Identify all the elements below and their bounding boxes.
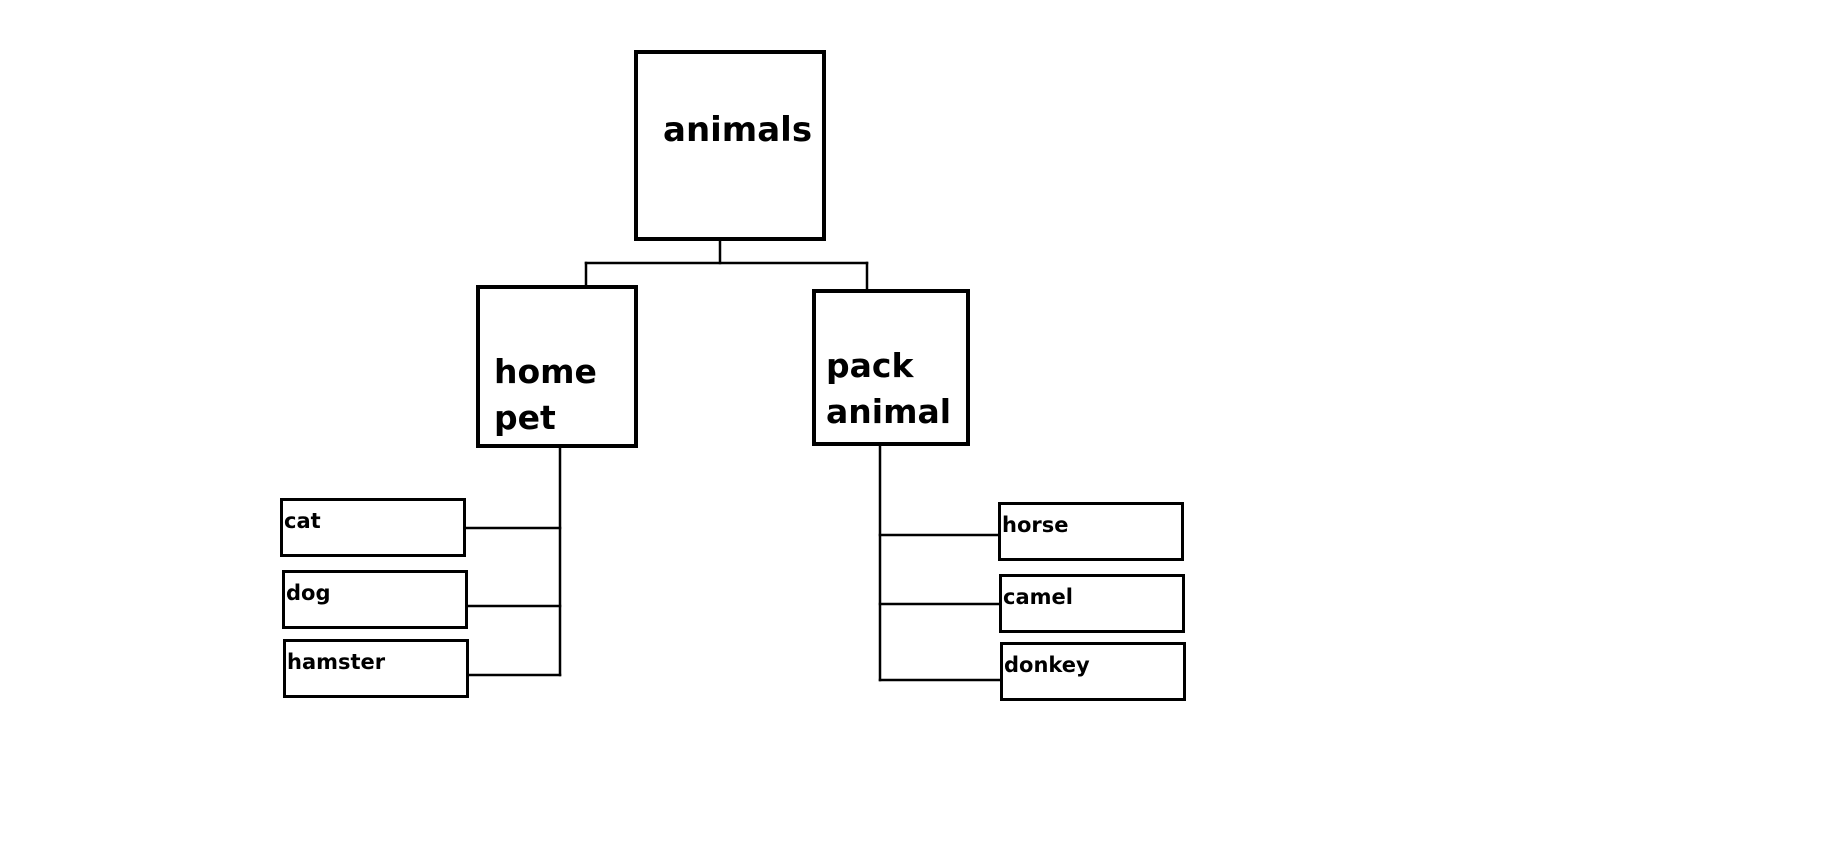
node-pack-animal: pack animal [812, 289, 970, 446]
node-home-pet-label-line-1: home [494, 352, 597, 391]
node-hamster-label: hamster [287, 650, 386, 674]
node-pack-animal-label-line-1: pack [826, 346, 914, 385]
node-animals-label: animals [663, 110, 813, 150]
node-horse: horse [998, 502, 1184, 561]
node-dog: dog [282, 570, 468, 629]
node-donkey-label: donkey [1004, 653, 1090, 677]
node-horse-label: horse [1002, 513, 1069, 537]
node-camel: camel [999, 574, 1185, 633]
node-hamster: hamster [283, 639, 469, 698]
node-animals: animals [634, 50, 826, 241]
node-cat: cat [280, 498, 466, 557]
node-cat-label: cat [284, 509, 321, 533]
node-home-pet: home pet [476, 285, 638, 448]
node-dog-label: dog [286, 581, 331, 605]
node-donkey: donkey [1000, 642, 1186, 701]
node-camel-label: camel [1003, 585, 1073, 609]
node-home-pet-label: home pet [494, 349, 634, 441]
node-home-pet-label-line-2: pet [494, 398, 556, 437]
node-pack-animal-label-line-2: animal [826, 392, 952, 431]
node-pack-animal-label: pack animal [826, 343, 966, 435]
